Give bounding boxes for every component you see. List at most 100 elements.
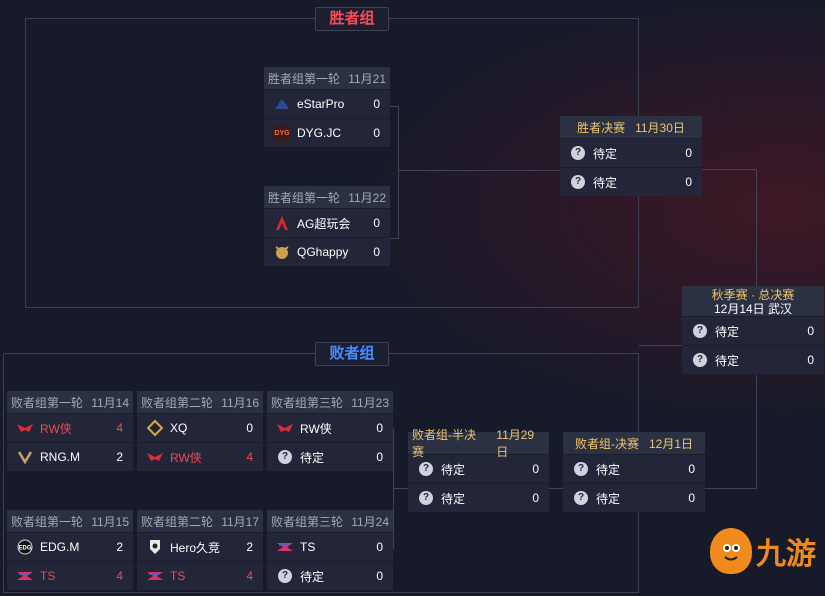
mascot-icon <box>710 528 752 574</box>
ts-logo-icon <box>277 539 293 555</box>
tbd-icon: ? <box>573 461 589 477</box>
team-name: TS <box>170 569 186 583</box>
round-label: 败者组第三轮 <box>271 395 344 410</box>
team-name: RNG.M <box>40 450 80 464</box>
watermark: 九游 <box>710 528 816 574</box>
team-row[interactable]: DYG DYG.JC 0 <box>264 118 390 147</box>
team-row[interactable]: eStarPro 0 <box>264 89 390 118</box>
qghappy-logo-icon <box>274 244 290 260</box>
round-label: 胜者组第一轮 <box>268 190 341 205</box>
watermark-text: 九游 <box>756 538 816 571</box>
team-score: 0 <box>373 216 380 230</box>
team-name: RW侠 <box>40 421 72 436</box>
team-name: Hero久竞 <box>170 540 221 555</box>
team-row[interactable]: RW侠 0 <box>267 413 393 442</box>
grand-final-date-place: 12月14日 武汉 <box>713 302 793 316</box>
match-date: 11月15 <box>91 514 129 529</box>
team-name: 待定 <box>593 146 618 161</box>
xq-logo-icon <box>147 420 163 436</box>
match-date: 11月17 <box>221 514 259 529</box>
team-score: 0 <box>807 353 814 367</box>
rw-logo-icon <box>17 420 33 436</box>
team-row[interactable]: ? 待定 0 <box>682 345 824 374</box>
team-score: 0 <box>373 245 380 259</box>
team-score: 0 <box>376 421 383 435</box>
team-name: TS <box>300 540 316 554</box>
team-score: 2 <box>246 540 253 554</box>
tbd-icon: ? <box>570 174 586 190</box>
team-score: 0 <box>688 491 695 505</box>
team-score: 4 <box>116 421 123 435</box>
team-name: 待定 <box>715 324 740 339</box>
match-date: 11月21 <box>348 71 386 86</box>
tbd-icon: ? <box>418 490 434 506</box>
team-row[interactable]: RW侠 4 <box>137 442 263 471</box>
team-row[interactable]: QGhappy 0 <box>264 237 390 266</box>
match-date: 11月23 <box>351 395 389 410</box>
team-name: XQ <box>170 421 188 435</box>
team-score: 4 <box>246 450 253 464</box>
team-name: TS <box>40 569 56 583</box>
round-label: 败者组第二轮 <box>141 395 214 410</box>
tbd-icon: ? <box>573 490 589 506</box>
winners-r1-match-b[interactable]: 胜者组第一轮 11月22 AG超玩会 0 QGhappy 0 <box>264 186 390 266</box>
team-score: 0 <box>688 462 695 476</box>
round-label: 败者组第一轮 <box>11 395 84 410</box>
team-name: DYG.JC <box>297 126 342 140</box>
team-name: eStarPro <box>297 97 345 111</box>
ts-logo-icon <box>17 568 33 584</box>
dyg-logo-icon: DYG <box>274 125 290 141</box>
match-date: 11月24 <box>351 514 389 529</box>
tbd-icon: ? <box>418 461 434 477</box>
tbd-icon: ? <box>692 323 708 339</box>
team-name: 待定 <box>300 569 325 584</box>
round-label: 败者组-半决赛 <box>412 428 476 459</box>
match-date: 12月1日 <box>648 436 694 451</box>
team-name: 待定 <box>441 462 466 477</box>
team-row[interactable]: AG超玩会 0 <box>264 208 390 237</box>
team-row[interactable]: XQ 0 <box>137 413 263 442</box>
team-name: RW侠 <box>170 450 202 465</box>
team-row[interactable]: RW侠 4 <box>7 413 133 442</box>
svg-text:EDG: EDG <box>18 546 31 552</box>
team-name: 待定 <box>596 491 621 506</box>
match-date: 11月22 <box>348 190 386 205</box>
team-row[interactable]: ? 待定 0 <box>563 483 705 512</box>
team-score: 0 <box>532 491 539 505</box>
match-date: 11月14 <box>91 395 129 410</box>
estarpro-logo-icon <box>274 96 290 112</box>
losers-section-title: 败者组 <box>315 342 389 366</box>
team-row[interactable]: Hero久竞 2 <box>137 532 263 561</box>
team-name: 待定 <box>715 353 740 368</box>
round-label: 胜者决赛 <box>577 120 626 135</box>
tbd-icon: ? <box>692 352 708 368</box>
team-score: 0 <box>376 450 383 464</box>
team-name: RW侠 <box>300 421 332 436</box>
team-score: 0 <box>246 421 253 435</box>
round-label: 败者组第三轮 <box>271 514 344 529</box>
